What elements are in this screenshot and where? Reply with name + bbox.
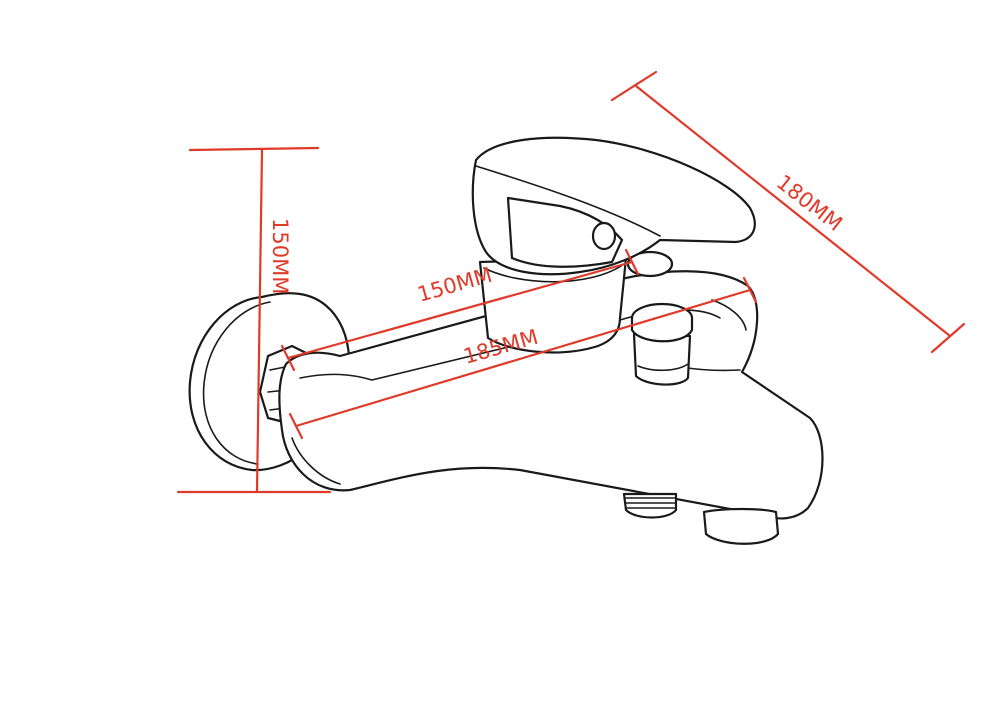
height-dim-extension-top [188,146,320,152]
body-length-dim-label: 150MM [415,263,495,307]
depth-dim-tick-bottom [930,322,966,354]
depth-dim-line [634,84,952,338]
height-dim-line [255,148,264,494]
cartridge-column [478,250,674,354]
height-dim-label: 150MM [268,218,292,294]
overall-length-dim-line [294,288,752,428]
overall-length-tick-left [288,412,304,440]
height-dimension: 150MM [176,146,332,494]
lever-handle [471,136,756,276]
overall-length-tick-right [742,276,758,304]
body-length-dim-line [286,260,634,360]
threaded-outlet [622,492,678,519]
handle-screw-hole [591,221,617,251]
spout-outlet [702,507,780,545]
depth-dim-tick-top [610,70,658,102]
body-length-tick-right [624,248,640,276]
diverter-knob [630,302,694,386]
body-length-tick-left [280,344,296,372]
